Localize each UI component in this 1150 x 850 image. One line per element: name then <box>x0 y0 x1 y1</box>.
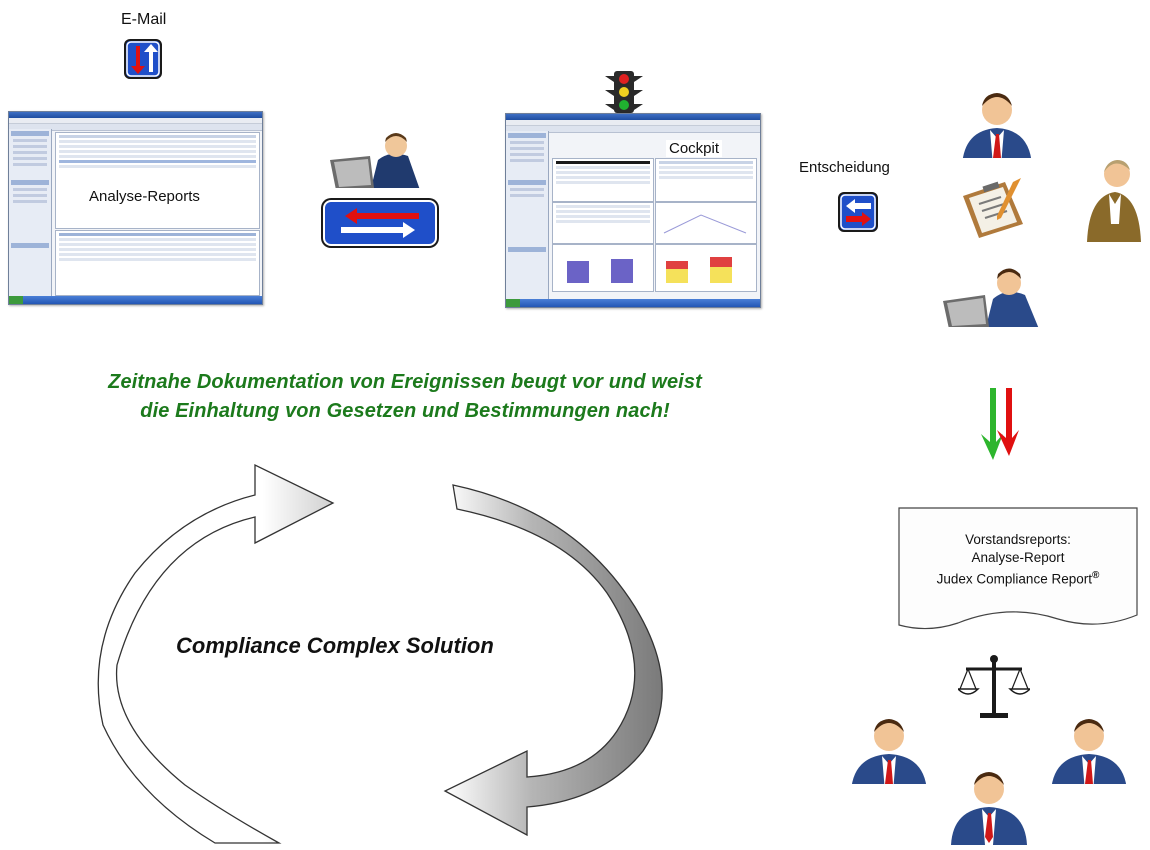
board-report-document: Vorstandsreports: Analyse-Report Judex C… <box>898 507 1138 632</box>
green-red-down-arrows-icon <box>975 388 1027 462</box>
report-line-1: Vorstandsreports: <box>965 532 1071 547</box>
cycle-label: Compliance Complex Solution <box>176 633 494 658</box>
analyse-reports-screenshot <box>8 111 263 305</box>
clipboard-pen-icon <box>957 178 1035 242</box>
traffic-light-icon <box>605 70 643 116</box>
report-line-2: Analyse-Report <box>971 550 1065 565</box>
scales-of-justice-icon <box>956 655 1032 721</box>
cycle-arrows-icon <box>95 455 685 845</box>
exchange-arrows-sign-icon <box>325 202 435 244</box>
report-line-3-wrap: Judex Compliance Report® <box>898 567 1138 589</box>
cockpit-screenshot <box>505 113 761 308</box>
board-member-right-icon <box>1043 712 1135 792</box>
person-at-laptop-icon <box>330 130 436 198</box>
decision-label: Entscheidung <box>799 159 890 176</box>
analyse-reports-label: Analyse-Reports <box>86 188 203 205</box>
businessman-side-icon <box>1081 152 1143 242</box>
businessman-icon <box>954 88 1040 166</box>
headline-line2: die Einhaltung von Gesetzen und Bestimmu… <box>140 400 670 422</box>
email-label: E-Mail <box>121 11 167 28</box>
cockpit-label: Cockpit <box>666 140 723 157</box>
board-member-left-icon <box>843 712 935 792</box>
report-line-3: Judex Compliance Report <box>936 571 1092 587</box>
person-at-laptop-icon-2 <box>943 265 1047 335</box>
registered-mark: ® <box>1091 570 1100 581</box>
board-member-center-icon <box>943 765 1035 845</box>
two-way-traffic-sign-icon <box>123 38 163 80</box>
headline-line1: Zeitnahe Dokumentation von Ereignissen b… <box>108 371 702 393</box>
return-arrows-sign-icon <box>837 191 879 233</box>
